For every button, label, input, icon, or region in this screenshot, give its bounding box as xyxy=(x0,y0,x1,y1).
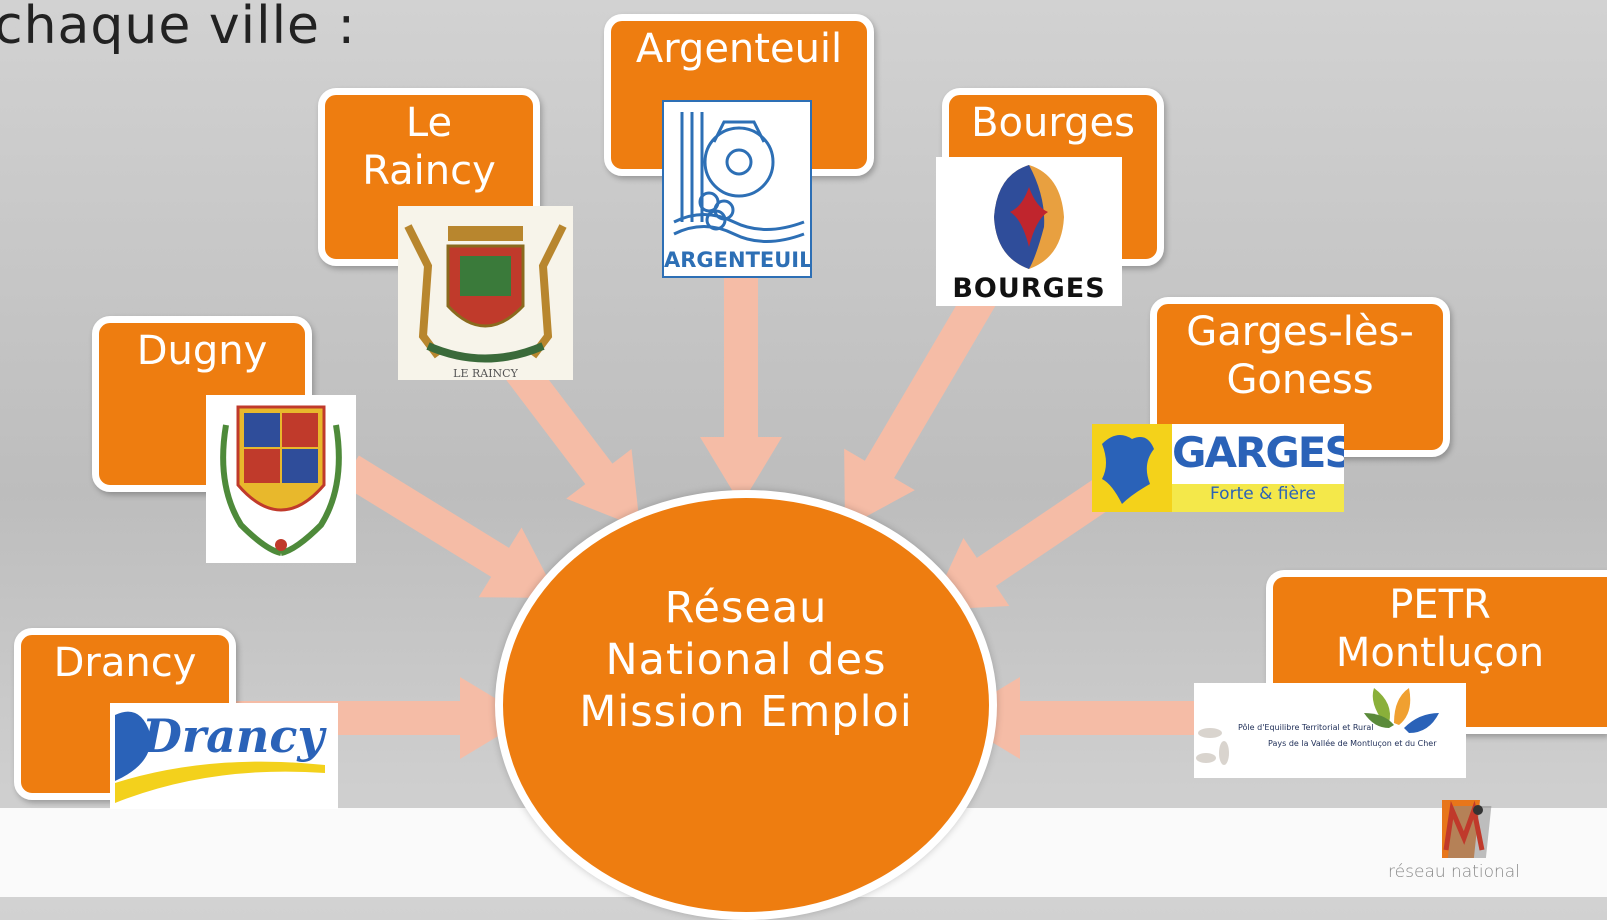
arrow-le-raincy xyxy=(506,359,640,528)
city-label-bourges: Bourges xyxy=(971,100,1135,146)
le-raincy-logo-text: LE RAINCY xyxy=(453,367,518,380)
arrow-garges xyxy=(930,460,1140,610)
bourges-logo: BOURGES xyxy=(936,157,1122,306)
petr-logo-line1: Pôle d'Equilibre Territorial et Rural xyxy=(1238,723,1374,732)
arrow-bourges xyxy=(844,281,1000,528)
le-raincy-logo: LE RAINCY xyxy=(398,206,573,380)
argenteuil-logo: ARGENTEUIL xyxy=(662,100,812,278)
arrow-petr xyxy=(952,677,1200,759)
city-label-argenteuil: Argenteuil xyxy=(635,26,843,72)
city-label-drancy: Drancy xyxy=(53,640,197,686)
city-label-garges: Garges-lès- Goness xyxy=(1186,309,1414,403)
argenteuil-logo-text: ARGENTEUIL xyxy=(664,248,812,272)
bourges-logo-text: BOURGES xyxy=(952,273,1106,304)
garges-logo-tagline: Forte & fière xyxy=(1210,484,1316,504)
city-label-le-raincy: Le Raincy xyxy=(362,100,496,194)
arrow-drancy xyxy=(235,677,528,759)
reseau-national-logo-text: réseau national xyxy=(1388,862,1520,882)
dugny-coat-of-arms xyxy=(206,395,356,563)
reseau-national-logo: réseau national xyxy=(1388,800,1592,897)
center-hub-label: Réseau National des Mission Emploi xyxy=(579,583,913,737)
garges-logo-text: GARGES xyxy=(1172,428,1344,477)
slide-heading: chaque ville : xyxy=(0,0,357,56)
city-label-dugny: Dugny xyxy=(136,328,268,374)
garges-logo: GARGES Forte & fière xyxy=(1092,424,1344,512)
city-label-petr: PETR Montluçon xyxy=(1335,582,1545,676)
drancy-logo: Drancy xyxy=(110,703,338,809)
arrow-argenteuil xyxy=(700,275,782,505)
drancy-logo-text: Drancy xyxy=(141,709,325,763)
arrows-layer xyxy=(235,275,1200,759)
center-hub-circle: Réseau National des Mission Emploi xyxy=(495,490,997,920)
petr-logo-line2: Pays de la Vallée de Montluçon et du Che… xyxy=(1268,739,1437,748)
arrow-dugny xyxy=(341,455,558,598)
petr-logo: Pôle d'Equilibre Territorial et Rural Pa… xyxy=(1194,683,1466,778)
